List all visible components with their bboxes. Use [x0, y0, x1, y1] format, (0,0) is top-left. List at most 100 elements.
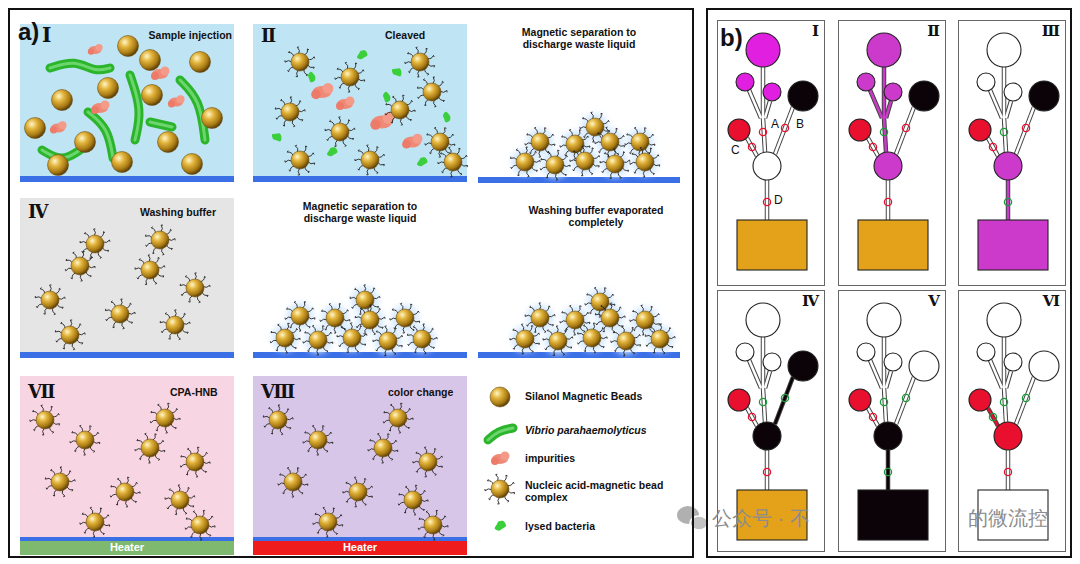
magnetic-bead	[356, 291, 374, 309]
impurity	[91, 101, 110, 115]
bead-complex	[611, 326, 641, 356]
magnetic-bead	[391, 101, 409, 119]
bead-glow	[512, 326, 538, 352]
magnetic-bead	[413, 330, 431, 348]
bacterium	[488, 428, 513, 440]
step-caption: Washing buffer	[140, 206, 216, 218]
valve-label: A	[771, 118, 779, 132]
magnetic-bead	[444, 153, 462, 171]
step-caption: Magnetic separation to discharge waste l…	[285, 200, 435, 224]
bead-complex	[150, 403, 180, 433]
bead-complex	[425, 127, 455, 157]
chip-drawing	[849, 303, 939, 540]
panel-letter: b)	[720, 24, 743, 52]
magnetic-bead	[601, 133, 619, 151]
reagent-ground	[253, 376, 467, 537]
chip-step-number: Ⅳ	[802, 293, 819, 310]
step-caption: Washing buffer evaporated completely	[516, 204, 676, 228]
panel-letter: a)	[18, 18, 39, 46]
magnetic-bead	[396, 309, 414, 327]
illustration	[20, 24, 1059, 541]
bead-complex	[600, 149, 630, 179]
bead-complex	[390, 303, 420, 333]
bead-complex	[270, 323, 300, 353]
bead-glow	[647, 326, 673, 352]
magnetic-bead	[158, 132, 179, 153]
buffer-ground	[253, 24, 467, 176]
bead-glow	[572, 148, 598, 174]
magnetic-bead	[404, 491, 422, 509]
step-number: Ⅱ	[261, 26, 276, 47]
chamber-floor	[478, 177, 680, 183]
magnetic-bead	[75, 132, 96, 153]
magnetic-bead	[341, 68, 359, 86]
bead-glow	[287, 303, 313, 329]
step-number: Ⅰ	[42, 24, 51, 47]
chip-panel: Ⅴ	[838, 290, 946, 552]
magnetic-bead	[411, 53, 429, 71]
chamber-floor	[253, 176, 467, 182]
step-caption: CPA-HNB	[170, 386, 218, 398]
bead-complex	[80, 229, 110, 259]
bead-glow	[339, 325, 365, 351]
magnetic-bead	[309, 431, 327, 449]
valve-label: C	[731, 144, 740, 158]
bead-complex	[165, 485, 195, 515]
magnetic-bead	[52, 90, 73, 111]
bead-glow	[545, 328, 571, 354]
magnetic-bead	[171, 491, 189, 509]
bead-complex	[355, 145, 385, 175]
bead-glow	[272, 325, 298, 351]
step-panel: Magnetic separation to discharge waste l…	[478, 24, 680, 182]
bead-glow	[542, 152, 568, 178]
bead-complex	[398, 485, 428, 515]
bead-complex	[570, 146, 600, 176]
magnetic-bead	[576, 152, 594, 170]
step-panel: Magnetic separation to discharge waste l…	[253, 198, 467, 358]
bead-complex	[285, 47, 315, 77]
impurity	[311, 83, 333, 99]
magnetic-bead	[491, 480, 509, 498]
magnetic-bead	[25, 118, 46, 139]
bead-complex	[185, 510, 215, 540]
bead-complex	[343, 477, 373, 507]
bead-complex	[417, 77, 447, 107]
bead-complex	[135, 255, 165, 285]
step-caption: Cleaved	[385, 29, 425, 41]
bead-complex	[355, 305, 385, 335]
magnetic-bead	[331, 123, 349, 141]
magnetic-bead	[424, 516, 442, 534]
bead-glow	[322, 305, 348, 331]
bead-complex	[320, 304, 350, 334]
impurity	[402, 134, 422, 149]
heater-band: Heater	[20, 541, 234, 555]
bead-complex	[278, 467, 308, 497]
lysed-bacterium	[383, 92, 390, 103]
bead-complex	[263, 405, 293, 435]
bead-complex	[405, 47, 435, 77]
heater-band: Heater	[253, 541, 467, 555]
bead-complex	[55, 320, 85, 350]
magnetic-bead	[190, 52, 211, 73]
lysed-bacterium	[443, 112, 450, 123]
valve-label: D	[774, 194, 783, 208]
bead-glow	[527, 305, 553, 331]
bead-complex	[160, 310, 190, 340]
magnetic-bead	[186, 279, 204, 297]
magnetic-bead	[636, 153, 654, 171]
bead-complex	[540, 150, 570, 180]
chip-step-number: Ⅴ	[928, 293, 940, 310]
bead-complex	[485, 474, 515, 504]
step-number: Ⅳ	[28, 202, 48, 223]
legend-text: Vibrio parahaemolyticus	[525, 424, 675, 436]
bead-complex	[625, 127, 655, 157]
magnetic-bead	[549, 332, 567, 350]
bead-glow	[527, 129, 553, 155]
bead-complex	[105, 299, 135, 329]
step-number: Ⅶ	[28, 382, 55, 403]
lysed-bacterium	[417, 157, 428, 166]
bead-complex	[645, 324, 675, 354]
magnetic-bead	[343, 329, 361, 347]
magnetic-bead	[431, 133, 449, 151]
watermark: 公众号 · 不	[712, 507, 810, 530]
